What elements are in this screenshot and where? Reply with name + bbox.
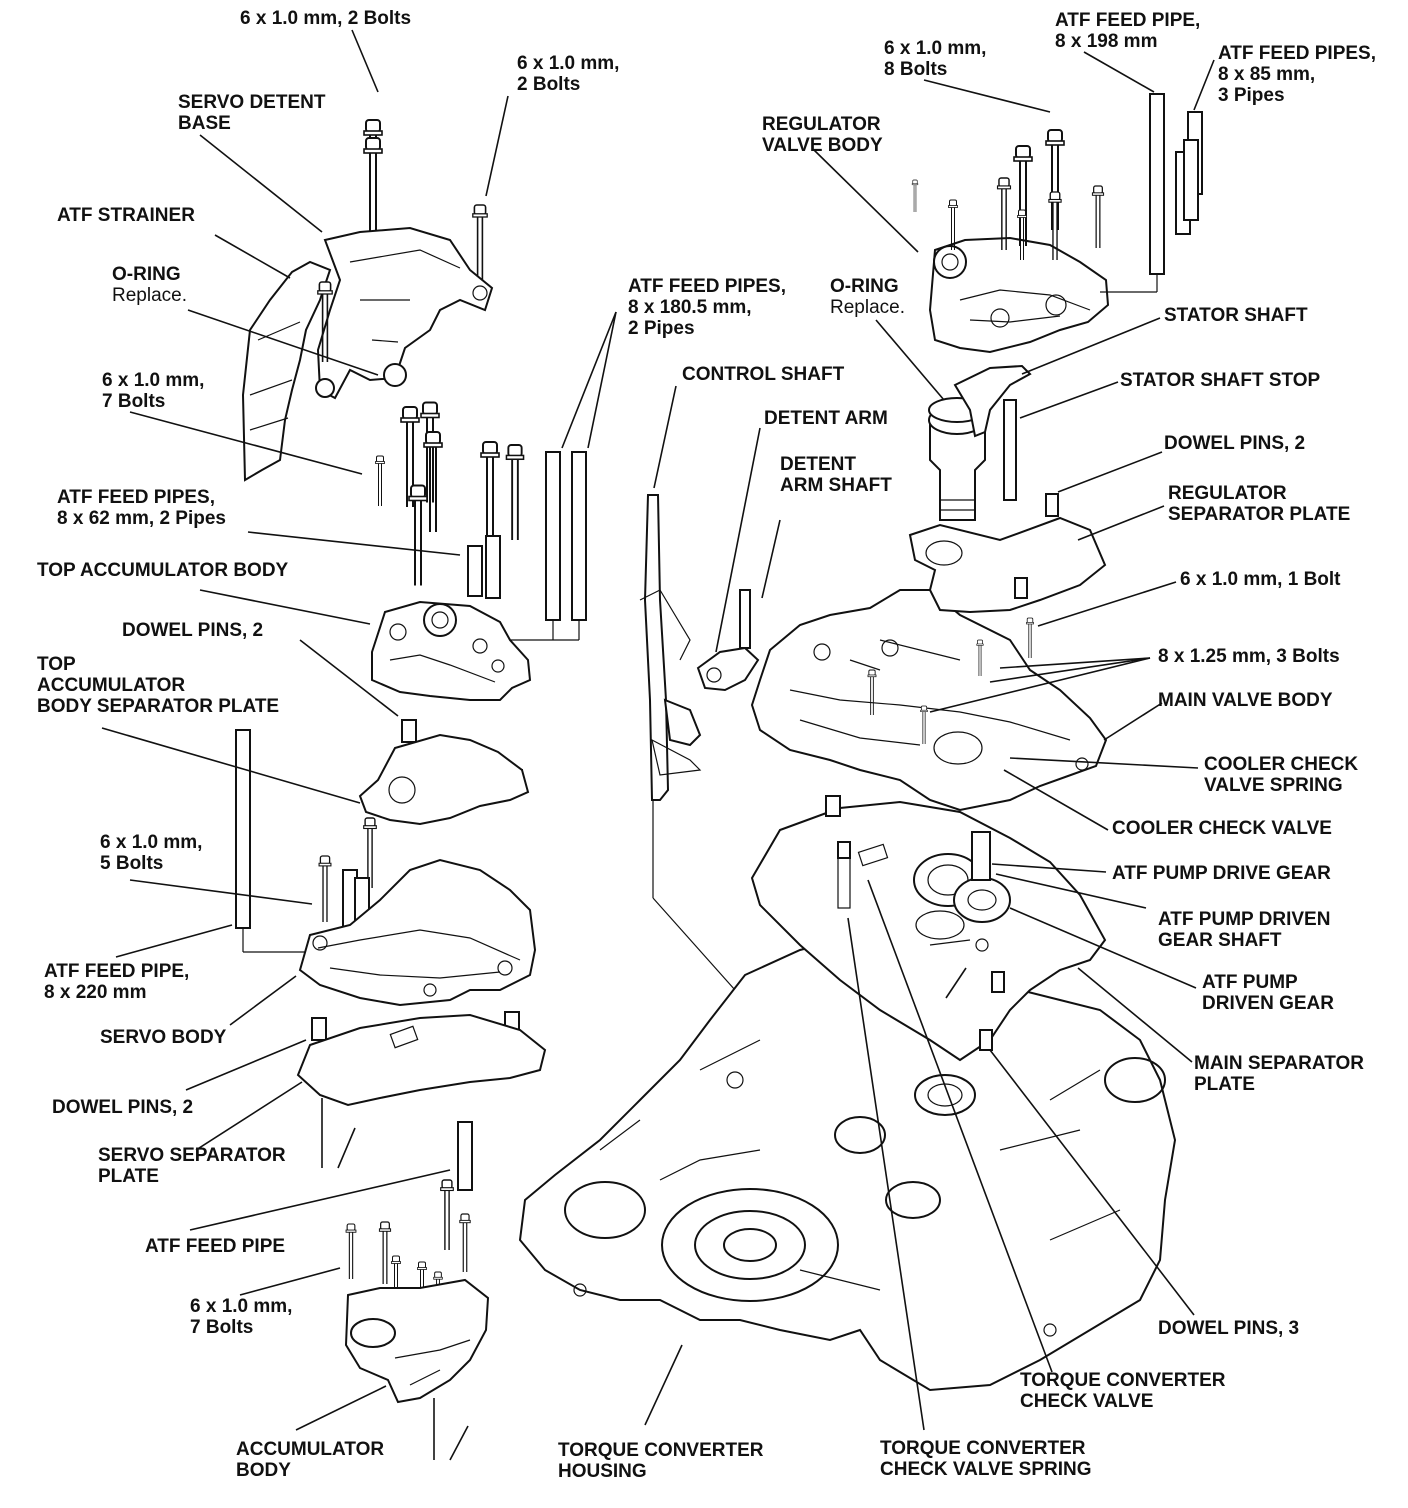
label-detent-arm: DETENT ARM xyxy=(764,408,888,429)
label-dowel-pins-3: DOWEL PINS, 3 xyxy=(1158,1318,1300,1339)
label-atf-pump-drive-gear: ATF PUMP DRIVE GEAR xyxy=(1112,863,1331,884)
atf-pump-gears xyxy=(913,831,1011,952)
label-bolts-6x1-2: 6 x 1.0 mm, 2 Bolts xyxy=(240,8,412,29)
label-main-valve-body: MAIN VALVE BODY xyxy=(1158,690,1333,711)
label-control-shaft: CONTROL SHAFT xyxy=(682,364,845,385)
label-stator-shaft: STATOR SHAFT xyxy=(1164,305,1308,326)
label-servo-body: SERVO BODY xyxy=(100,1027,227,1048)
label-bolts-6x1-7b: 6 x 1.0 mm,7 Bolts xyxy=(190,1296,293,1338)
label-atf-feed-pipe-220: ATF FEED PIPE,8 x 220 mm xyxy=(44,961,190,1003)
label-bolts-8x125-3: 8 x 1.25 mm, 3 Bolts xyxy=(1158,646,1340,667)
atf-strainer xyxy=(241,260,332,482)
control-shaft xyxy=(639,494,736,1065)
label-top-accumulator-body: TOP ACCUMULATOR BODY xyxy=(37,560,289,581)
label-bolts-6x1-2b: 6 x 1.0 mm,2 Bolts xyxy=(517,53,620,95)
dowel-pin-servo xyxy=(311,1017,327,1041)
atf-feed-pipe-small xyxy=(457,1121,473,1191)
atf-feed-pipe-198mm xyxy=(1100,93,1165,293)
label-atf-feed-pipes-180: ATF FEED PIPES,8 x 180.5 mm,2 Pipes xyxy=(628,276,787,339)
torque-converter-housing xyxy=(518,934,1177,1392)
accumulator-body xyxy=(344,1278,490,1404)
dowel-pin-main xyxy=(825,795,841,817)
label-atf-feed-pipe-198: ATF FEED PIPE,8 x 198 mm xyxy=(1055,10,1201,52)
atf-feed-pipe-220mm xyxy=(235,729,251,929)
label-bolts-6x1-5: 6 x 1.0 mm,5 Bolts xyxy=(100,832,203,874)
servo-separator-plate xyxy=(296,1013,547,1107)
main-valve-body xyxy=(750,589,1108,812)
leader-lines xyxy=(101,29,1215,1461)
dowel-pin-reg xyxy=(1045,493,1059,517)
label-atf-feed-pipes-85: ATF FEED PIPES,8 x 85 mm,3 Pipes xyxy=(1218,43,1377,106)
label-bolts-6x1-8: 6 x 1.0 mm,8 Bolts xyxy=(884,38,987,80)
atf-feed-pipes-180mm xyxy=(508,451,587,641)
label-atf-strainer: ATF STRAINER xyxy=(57,205,195,226)
label-dowel-pins-2-reg: DOWEL PINS, 2 xyxy=(1164,433,1306,454)
label-stator-shaft-stop: STATOR SHAFT STOP xyxy=(1120,370,1321,391)
top-acc-separator-plate xyxy=(358,733,530,826)
servo-detent-base xyxy=(316,226,494,400)
label-dowel-pins-2-top: DOWEL PINS, 2 xyxy=(122,620,264,641)
atf-feed-pipes-85mm xyxy=(1175,111,1203,235)
detent-arm xyxy=(696,646,760,692)
label-cooler-check-valve: COOLER CHECK VALVE xyxy=(1112,818,1332,839)
atf-feed-pipes-62mm xyxy=(467,535,501,599)
label-bolts-6x1-7: 6 x 1.0 mm,7 Bolts xyxy=(102,370,205,412)
label-atf-feed-pipe: ATF FEED PIPE xyxy=(145,1236,286,1257)
label-bolts-6x1-1: 6 x 1.0 mm, 1 Bolt xyxy=(1180,569,1341,590)
detent-arm-shaft xyxy=(739,589,751,649)
regulator-separator-plate xyxy=(908,516,1107,614)
top-accumulator-body xyxy=(371,600,532,701)
servo-body xyxy=(298,858,537,1007)
label-atf-feed-pipes-62: ATF FEED PIPES,8 x 62 mm, 2 Pipes xyxy=(57,487,226,529)
label-dowel-pins-2-servo: DOWEL PINS, 2 xyxy=(52,1097,194,1118)
stator-shaft-stop xyxy=(953,364,1032,438)
dowel-pin-top-acc xyxy=(401,719,417,743)
